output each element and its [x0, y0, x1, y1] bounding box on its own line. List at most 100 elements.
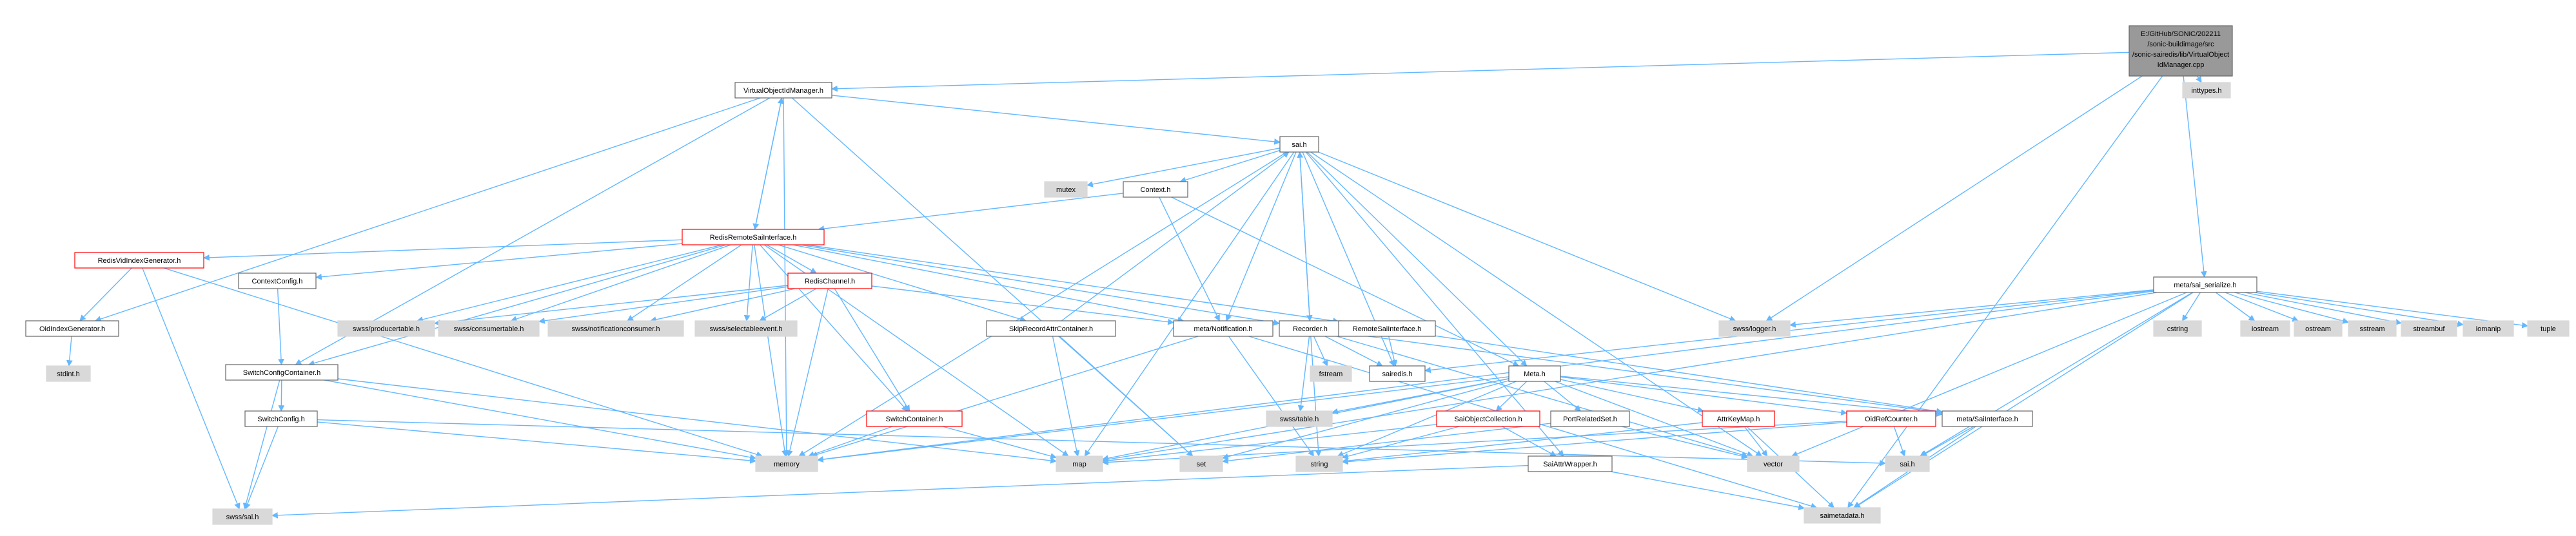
edge-metaserialize-to-map — [1102, 292, 2157, 463]
node-cstring[interactable]: cstring — [2153, 320, 2202, 337]
node-iomanip[interactable]: iomanip — [2463, 320, 2514, 337]
edge-attrkeymap-to-vector — [1744, 426, 1768, 457]
node-switchconfig-label: SwitchConfig.h — [257, 416, 304, 423]
node-selectable[interactable]: swss/selectableevent.h — [694, 320, 798, 337]
edge-metanotif-to-string — [1228, 336, 1315, 457]
edge-meta-to-attrkeymap — [1560, 379, 1704, 413]
node-oidig[interactable]: OidIndexGenerator.h — [25, 320, 119, 337]
node-sai[interactable]: sai.h — [1279, 136, 1319, 153]
node-producer[interactable]: swss/producertable.h — [337, 320, 435, 337]
node-swsslogger[interactable]: swss/logger.h — [1718, 320, 1791, 337]
node-consumer-label: swss/consumertable.h — [454, 325, 524, 333]
node-portrelated[interactable]: PortRelatedSet.h — [1550, 410, 1630, 427]
node-oidig-box — [25, 320, 119, 337]
node-rvig-label: RedisVidIndexGenerator.h — [98, 257, 181, 265]
node-redischannel[interactable]: RedisChannel.h — [787, 273, 872, 289]
edge-rsi-to-metasai — [1435, 335, 1943, 415]
edge-oidig-to-stdint — [66, 336, 73, 367]
node-metaserialize[interactable]: meta/sai_serialize.h — [2153, 276, 2257, 293]
node-oidig-label: OidIndexGenerator.h — [39, 325, 105, 333]
node-contextconfig[interactable]: ContextConfig.h — [238, 273, 317, 289]
edge-scc-to-map — [337, 378, 1057, 464]
edge-switchcontainer-to-map — [942, 426, 1057, 459]
edge-recorder-to-vector — [1336, 336, 1748, 458]
edge-rvig-to-oidig — [79, 267, 132, 321]
node-sairedis-box — [1369, 365, 1426, 382]
node-rrsi[interactable]: RedisRemoteSaiInterface.h — [682, 229, 825, 245]
node-map[interactable]: map — [1056, 455, 1103, 472]
node-fstream[interactable]: fstream — [1310, 365, 1352, 382]
node-root[interactable]: E:/GitHub/SONiC/202211/sonic-buildimage/… — [2129, 25, 2233, 77]
edge-metaserialize-to-vector — [1791, 292, 2187, 457]
node-meta[interactable]: Meta.h — [1508, 365, 1561, 382]
node-iostream[interactable]: iostream — [2240, 320, 2290, 337]
node-oidrefcounter[interactable]: OidRefCounter.h — [1846, 410, 1936, 427]
edge-rrsi-to-switchcontainer — [760, 244, 909, 412]
edge-metanotif-to-memory — [811, 336, 1199, 458]
node-switchcontainer-label: SwitchContainer.h — [886, 416, 943, 423]
edge-contextconfig-to-scc — [277, 288, 284, 365]
edge-rrsi-to-skiprecord — [778, 244, 1027, 323]
node-oidrefcounter-box — [1846, 410, 1936, 427]
node-string[interactable]: string — [1295, 455, 1343, 472]
node-consumer[interactable]: swss/consumertable.h — [438, 320, 540, 337]
node-ostream[interactable]: ostream — [2294, 320, 2343, 337]
edge-saiattrwrapper-to-saimetadata — [1611, 471, 1805, 510]
node-set[interactable]: set — [1179, 455, 1223, 472]
node-attrkeymap-box — [1702, 410, 1775, 427]
node-mutex[interactable]: mutex — [1044, 181, 1088, 198]
node-inttypes[interactable]: inttypes.h — [2182, 82, 2231, 99]
node-metasai[interactable]: meta/SaiInterface.h — [1942, 410, 2033, 427]
node-stdint[interactable]: stdint.h — [46, 365, 91, 382]
edge-rrsi-to-rvig — [203, 239, 683, 261]
node-switchconfig[interactable]: SwitchConfig.h — [244, 410, 318, 427]
node-streambuf-box — [2401, 320, 2457, 337]
node-metaserialize-label: meta/sai_serialize.h — [2174, 282, 2236, 289]
node-vector[interactable]: vector — [1747, 455, 1800, 472]
edge-scc-to-memory — [324, 379, 756, 461]
edge-recorder-to-sairedis — [1324, 336, 1383, 367]
node-notifconsumer-box — [547, 320, 684, 337]
node-saimetadata[interactable]: saimetadata.h — [1804, 507, 1881, 524]
node-string-label: string — [1311, 461, 1328, 468]
node-rsi-label: RemoteSaiInterface.h — [1353, 325, 1421, 333]
node-map-label: map — [1072, 461, 1086, 468]
node-attrkeymap-label: AttrKeyMap.h — [1717, 416, 1760, 423]
edge-rrsi-to-notifconsumer — [627, 244, 742, 321]
edge-root-to-metaserialize — [2183, 75, 2207, 278]
node-swsstable[interactable]: swss/table.h — [1266, 410, 1333, 427]
edge-meta-to-set — [1222, 380, 1509, 460]
edge-redischannel-to-selectable — [759, 288, 817, 321]
node-rvig[interactable]: RedisVidIndexGenerator.h — [74, 252, 204, 269]
node-memory[interactable]: memory — [755, 455, 818, 472]
edge-root-to-saimetadata — [1847, 75, 2163, 508]
node-notifconsumer[interactable]: swss/notificationconsumer.h — [547, 320, 684, 337]
node-attrkeymap[interactable]: AttrKeyMap.h — [1702, 410, 1775, 427]
node-scc[interactable]: SwitchConfigContainer.h — [225, 364, 339, 381]
edge-sai-to-context — [1179, 149, 1281, 184]
node-saiattrwrapper[interactable]: SaiAttrWrapper.h — [1528, 455, 1613, 472]
node-saiobjcoll[interactable]: SaiObjectCollection.h — [1436, 410, 1540, 427]
node-tuple[interactable]: tuple — [2527, 320, 2570, 337]
node-saih[interactable]: sai.h — [1885, 455, 1930, 472]
node-rsi[interactable]: RemoteSaiInterface.h — [1338, 320, 1436, 337]
node-metanotif[interactable]: meta/Notification.h — [1173, 320, 1273, 337]
edge-switchcontainer-to-memory — [807, 426, 893, 457]
node-swsssal[interactable]: swss/sal.h — [212, 508, 273, 525]
node-swsslogger-label: swss/logger.h — [1733, 325, 1776, 333]
node-streambuf[interactable]: streambuf — [2401, 320, 2457, 337]
node-sstream[interactable]: sstream — [2348, 320, 2397, 337]
edge-rrsi-to-vom — [754, 97, 784, 230]
node-switchcontainer[interactable]: SwitchContainer.h — [866, 410, 963, 427]
node-root-label: E:/GitHub/SONiC/202211/sonic-buildimage/… — [2132, 30, 2229, 69]
node-recorder[interactable]: Recorder.h — [1279, 320, 1342, 337]
node-metasai-box — [1942, 410, 2033, 427]
edge-root-to-vom — [831, 52, 2130, 92]
edge-skiprecord-to-map — [1052, 336, 1080, 457]
node-vom[interactable]: VirtualObjectIdManager.h — [734, 82, 832, 99]
edge-recorder-to-string — [1310, 336, 1322, 457]
node-saih-box — [1885, 455, 1930, 472]
node-sairedis[interactable]: sairedis.h — [1369, 365, 1426, 382]
node-context[interactable]: Context.h — [1123, 181, 1188, 198]
node-skiprecord[interactable]: SkipRecordAttrContainer.h — [986, 320, 1116, 337]
